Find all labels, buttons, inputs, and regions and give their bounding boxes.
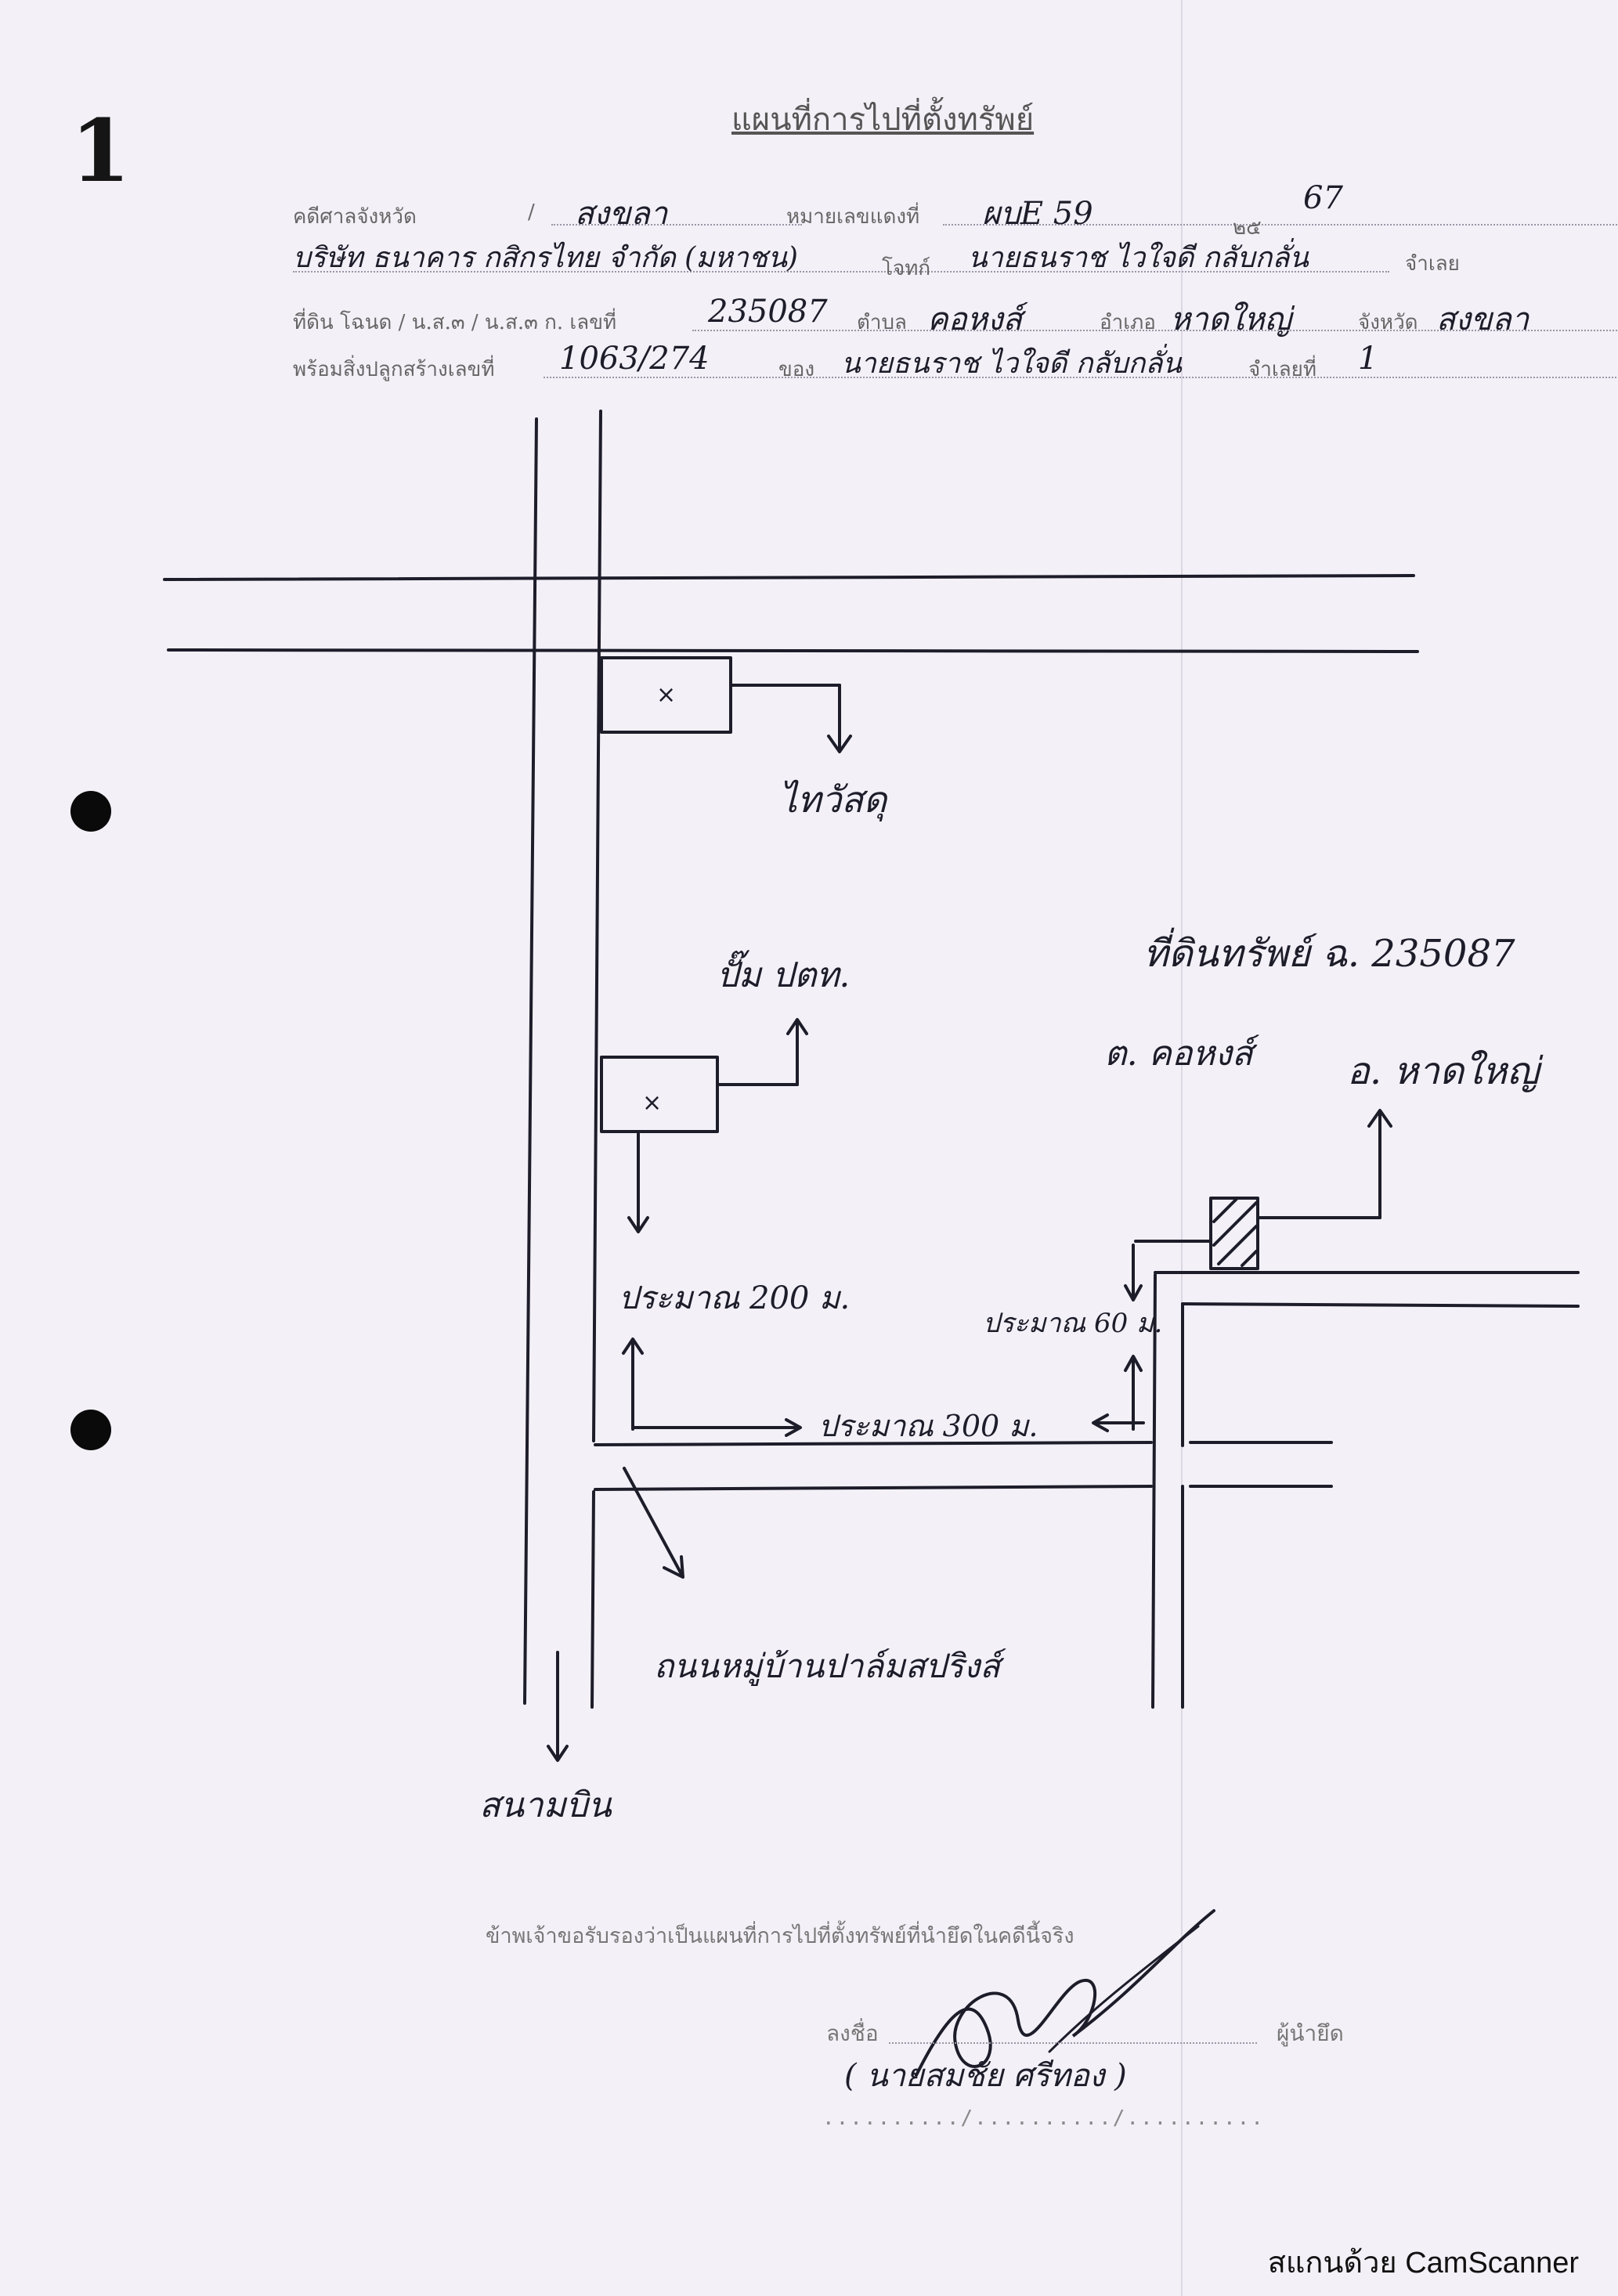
header-row-case: คดีศาลจังหวัด / สงขลา หมายเลขแดงที่ ผบE … (293, 180, 1618, 240)
plaintiff-role: โจทก์ (882, 257, 931, 280)
main-road-top-edge (163, 574, 1415, 581)
label-property-district: อ. หาดใหญ่ (1347, 1049, 1540, 1093)
store-box (600, 656, 732, 734)
signer-role: ผู้นำยึด (1277, 2020, 1344, 2046)
fold-line (1181, 0, 1183, 2296)
scanner-watermark: สแกนด้วย CamScanner (1267, 2247, 1579, 2280)
building-label: พร้อมสิ่งปลูกสร้างเลขที่ (293, 358, 495, 381)
vertical-road-right-edge-lower (590, 1490, 595, 1709)
owner-defendant-number: 1 (1358, 341, 1378, 377)
label-property-subdistrict: ต. คอหงส์ (1104, 1034, 1253, 1074)
deed-number: 235087 (708, 294, 828, 330)
header-row-building: พร้อมสิ่งปลูกสร้างเลขที่ 1063/274 ของ นา… (293, 341, 1618, 384)
certification-text: ข้าพเจ้าขอรับรองว่าเป็นแผนที่การไปที่ตั้… (486, 1924, 1074, 1948)
label-distance-200: ประมาณ 200 ม. (619, 1280, 851, 1316)
header-row-deed: ที่ดิน โฉนด / น.ส.๓ / น.ส.๓ ก. เลขที่ 23… (293, 294, 1618, 338)
building-number: 1063/274 (559, 341, 710, 377)
province-label: จังหวัด (1358, 311, 1418, 334)
deed-label: ที่ดิน โฉนด / น.ส.๓ / น.ส.๓ ก. เลขที่ (293, 311, 617, 334)
case-number: ผบE 59 (982, 196, 1093, 232)
signer-name: ( นายสมชัย ศรีทอง ) (844, 2058, 1127, 2094)
province: สงขลา (1436, 301, 1530, 338)
label-airport: สนามบิน (479, 1785, 612, 1825)
owner-label: ของ (778, 358, 815, 381)
label-distance-300: ประมาณ 300 ม. (818, 1409, 1038, 1443)
label-gas-station: ปั๊ม ปตท. (717, 955, 851, 995)
document-title: แผนที่การไปที่ตั้งทรัพย์ (731, 102, 1035, 138)
label-distance-60: ประมาณ 60 ม. (983, 1308, 1163, 1339)
property-marker (1209, 1197, 1259, 1270)
punch-hole (70, 791, 111, 832)
label-village-road: ถนนหมู่บ้านปาล์มสปริงส์ (654, 1647, 1000, 1685)
access-road-left (1151, 1273, 1157, 1709)
case-no-label: หมายเลขแดงที่ (786, 205, 920, 229)
page-marker: 1 (70, 100, 131, 201)
subdistrict: คอหงส์ (927, 301, 1023, 338)
main-road-bottom-edge (167, 648, 1419, 653)
vertical-road-left-edge (523, 417, 538, 1705)
signature-scribble (915, 1909, 1215, 2077)
sign-label: ลงชื่อ (826, 2020, 879, 2046)
case-label: คดีศาลจังหวัด (293, 205, 417, 229)
header-row-parties: บริษัท ธนาคาร กสิกรไทย จำกัด (มหาชน) โจท… (293, 235, 1483, 280)
court-province: สงขลา (575, 196, 668, 232)
sign-date-line: ........../........../.......... (822, 2106, 1265, 2130)
defendant-name: นายธนราช ไวใจดี กลับกลั่น (968, 242, 1309, 274)
gas-station-box (600, 1056, 719, 1133)
district-label: อำเภอ (1100, 311, 1156, 334)
side-road-bottom-edge (594, 1485, 1153, 1491)
side-road-top-edge (594, 1441, 1153, 1446)
year-prefix: ๒๕ (1233, 216, 1262, 240)
owner-defendant-label: จำเลยที่ (1248, 358, 1317, 381)
punch-hole (70, 1410, 111, 1450)
owner-name: นายธนราช ไวใจดี กลับกลั่น (841, 348, 1182, 380)
defendant-role: จำเลย (1405, 252, 1460, 276)
vertical-road-right-edge-upper (592, 410, 602, 1442)
label-store: ไทวัสดุ (779, 778, 887, 821)
case-year: 67 (1303, 180, 1343, 216)
property-road-bottom (1181, 1302, 1580, 1308)
store-marker-x: × (656, 681, 676, 709)
label-property: ที่ดินทรัพย์ ฉ. 235087 (1143, 932, 1515, 976)
plaintiff-name: บริษัท ธนาคาร กสิกรไทย จำกัด (มหาชน) (293, 242, 798, 274)
gas-marker-x: × (642, 1089, 662, 1117)
district: หาดใหญ่ (1170, 301, 1291, 338)
subdistrict-label: ตำบล (857, 311, 907, 334)
